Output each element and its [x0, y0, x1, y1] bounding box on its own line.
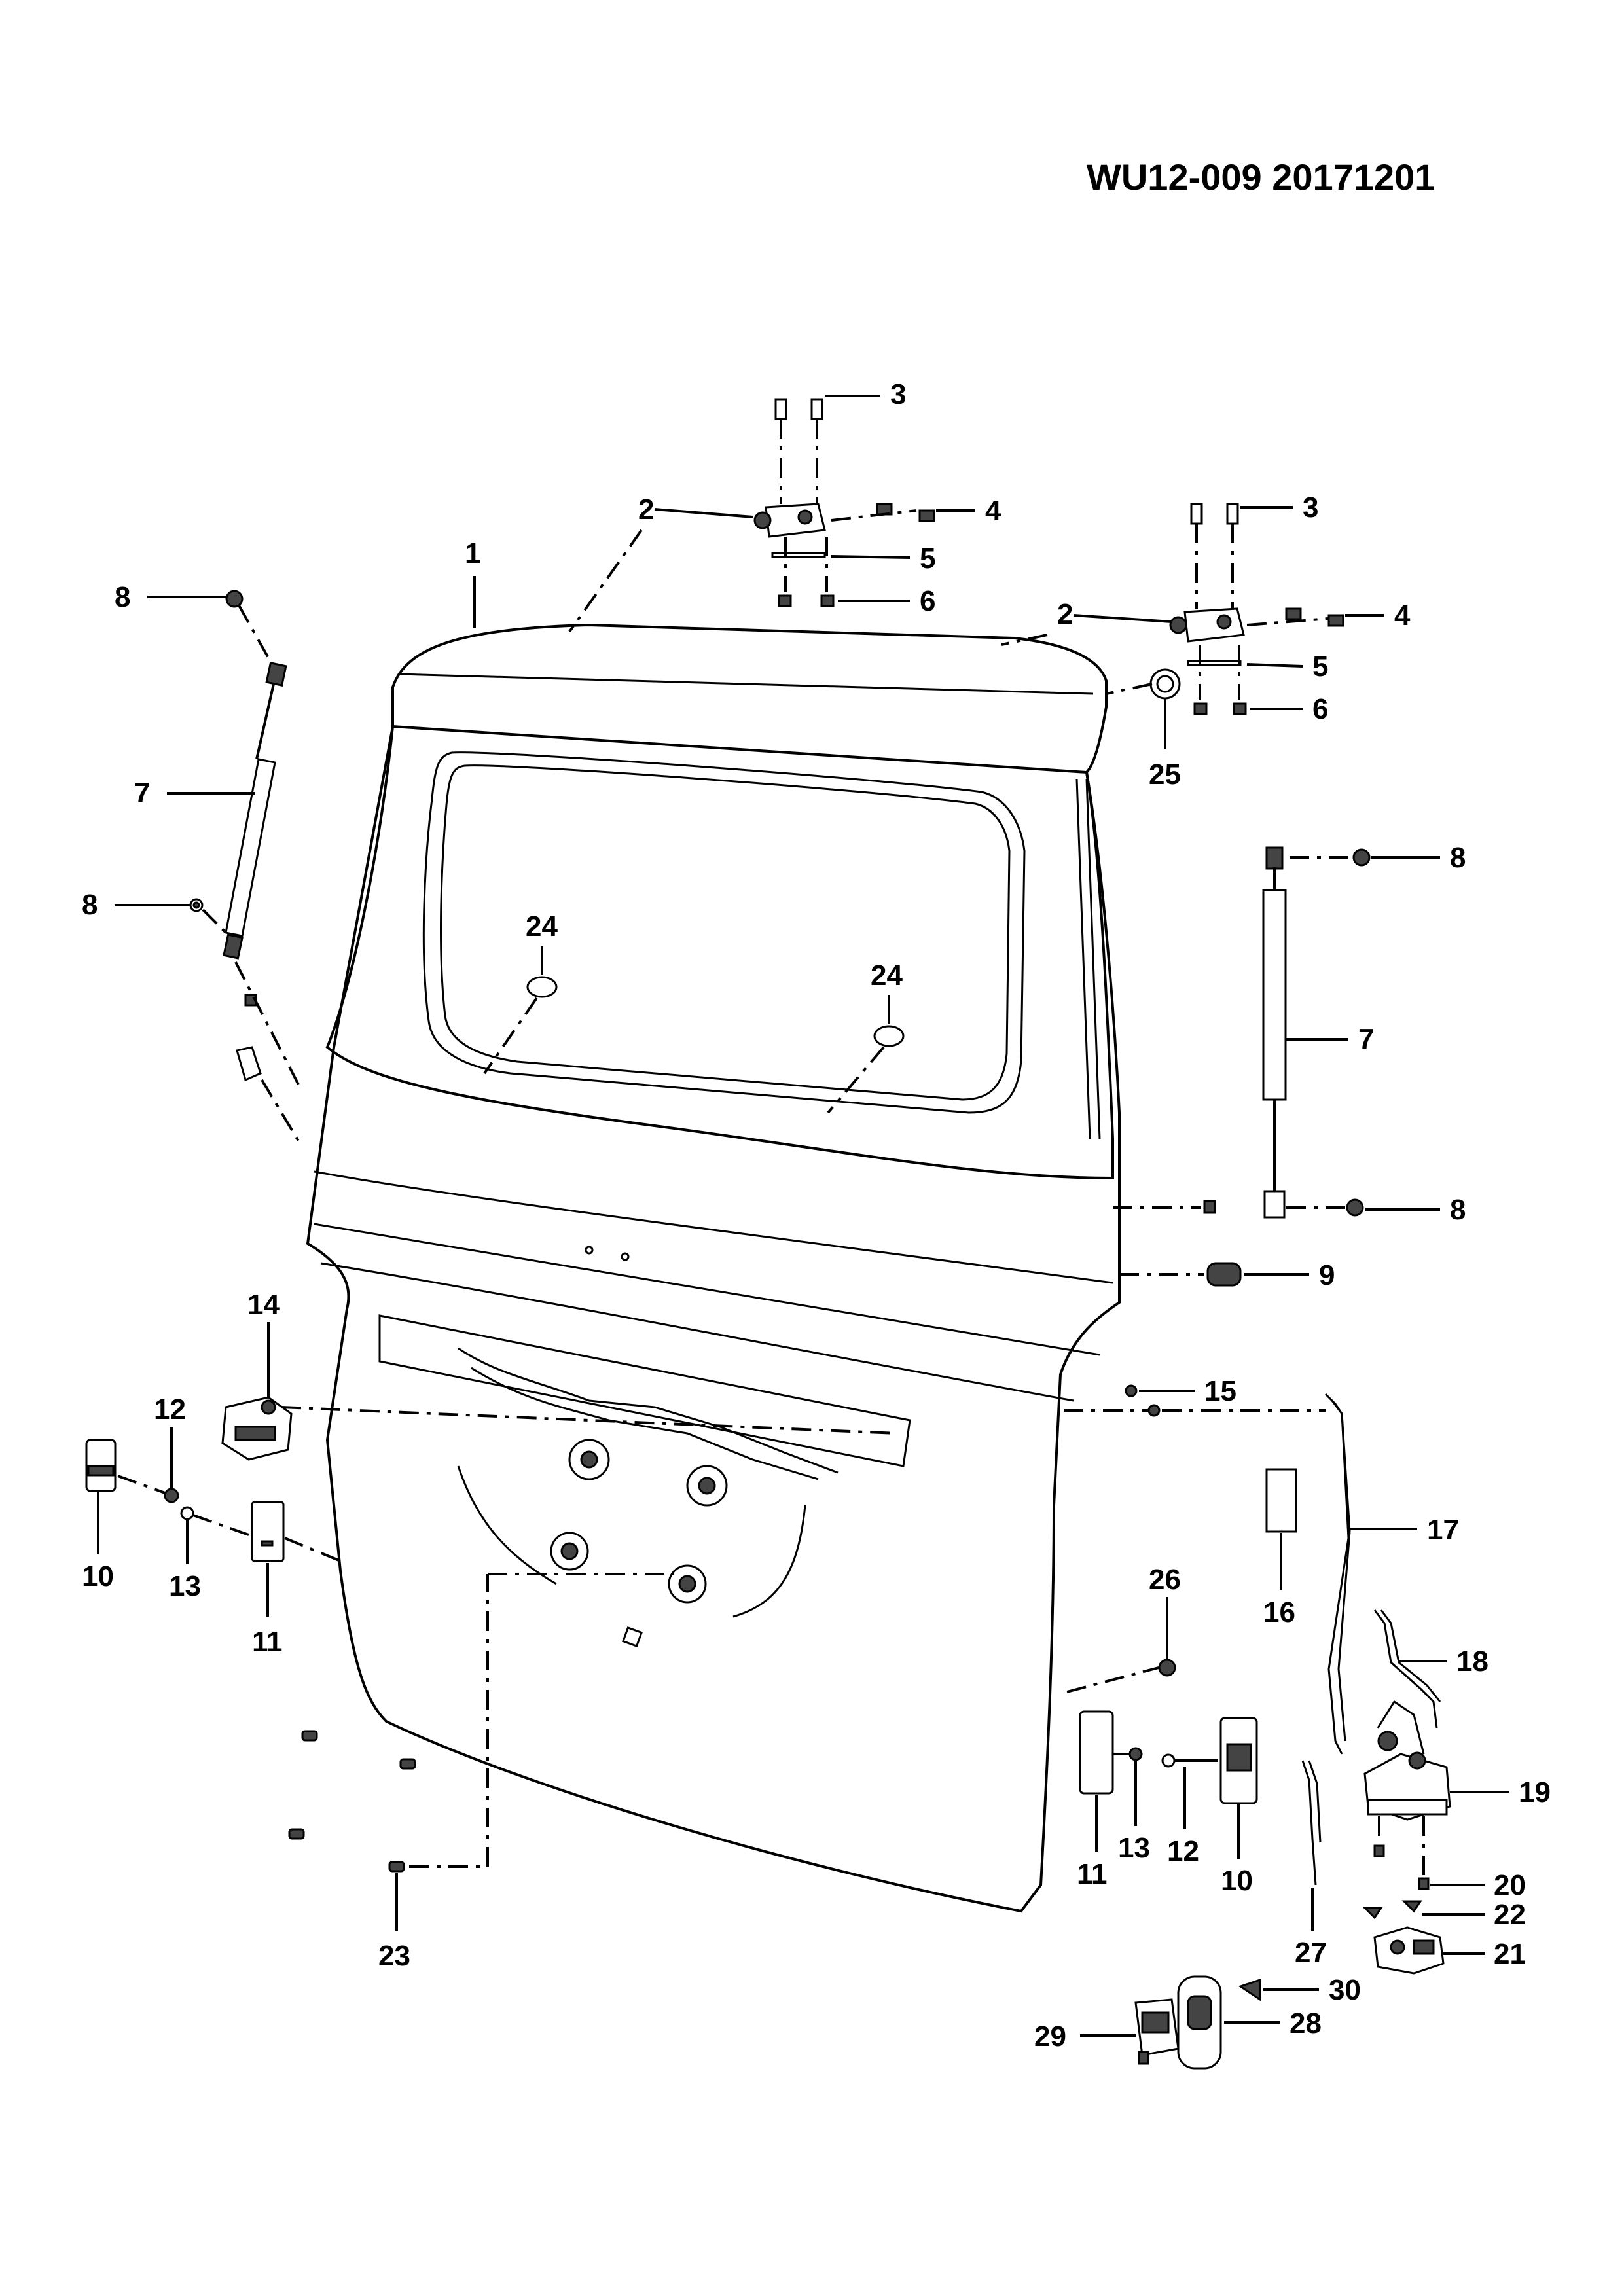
callout-19: 19 — [1519, 1776, 1551, 1808]
callout-30: 30 — [1329, 1974, 1361, 2006]
callout-17: 17 — [1427, 1514, 1459, 1546]
tailgate-panel — [306, 623, 1121, 1913]
callout-3-left: 3 — [890, 378, 906, 410]
latch-left — [221, 1322, 897, 1461]
callout-4-right: 4 — [1394, 600, 1411, 632]
callout-12-left: 12 — [154, 1393, 186, 1426]
callout-28: 28 — [1290, 2007, 1322, 2039]
pad-left — [251, 1501, 341, 1617]
bumper-pad-left — [85, 1439, 168, 1554]
callout-25: 25 — [1149, 759, 1181, 791]
callout-10-left: 10 — [82, 1560, 114, 1592]
callout-5-left: 5 — [920, 543, 935, 575]
callout-4-left: 4 — [985, 495, 1001, 527]
callout-11-left: 11 — [252, 1626, 283, 1658]
callout-2-left: 2 — [638, 493, 654, 526]
hinge-bolt-left — [774, 398, 823, 504]
callout-24-right: 24 — [871, 960, 903, 992]
callout-6-right: 6 — [1312, 693, 1328, 725]
callout-11-right: 11 — [1077, 1858, 1108, 1890]
callout-5-right: 5 — [1312, 651, 1328, 683]
callout-12-right: 12 — [1167, 1835, 1199, 1867]
callout-27: 27 — [1295, 1937, 1327, 1969]
gas-strut-right — [1113, 846, 1371, 1219]
callout-14: 14 — [247, 1289, 280, 1321]
hinge-bolt-right — [1190, 503, 1239, 609]
callout-24-left: 24 — [526, 910, 558, 942]
callout-6-left: 6 — [920, 585, 935, 617]
callout-15: 15 — [1204, 1375, 1236, 1407]
callout-3-right: 3 — [1303, 492, 1318, 524]
hinge-left — [753, 503, 935, 538]
callout-8-bottom-right: 8 — [1450, 1194, 1466, 1226]
callout-23: 23 — [378, 1940, 410, 1972]
callout-9: 9 — [1319, 1259, 1335, 1291]
hinge-right — [1169, 607, 1344, 643]
bumper-pad-right — [1219, 1717, 1258, 1859]
grommet — [1106, 668, 1181, 749]
callout-18: 18 — [1456, 1645, 1489, 1677]
gas-strut-left — [189, 590, 302, 1147]
callout-13-left: 13 — [169, 1570, 201, 1602]
pad-right — [1079, 1710, 1114, 1852]
callout-8-top-left: 8 — [115, 581, 130, 613]
lock-assembly — [1363, 1700, 1509, 1821]
callout-29: 29 — [1034, 2020, 1066, 2053]
document-code: WU12-009 20171201 — [1087, 156, 1435, 198]
callout-21: 21 — [1494, 1938, 1526, 1970]
callout-7-right: 7 — [1358, 1023, 1374, 1055]
callout-22: 22 — [1494, 1899, 1526, 1931]
callout-8-mid-left: 8 — [82, 889, 98, 921]
callout-2-right: 2 — [1057, 598, 1073, 630]
callout-16: 16 — [1263, 1596, 1295, 1628]
callout-7-left: 7 — [134, 777, 150, 809]
callout-8-top-right: 8 — [1450, 842, 1466, 874]
handle-switch — [1080, 1998, 1180, 2065]
callout-13-right: 13 — [1118, 1832, 1150, 1864]
striker — [1373, 1926, 1485, 1975]
callout-1: 1 — [465, 537, 480, 569]
handle-bezel — [1177, 1975, 1280, 2070]
callout-10-right: 10 — [1221, 1865, 1253, 1897]
callout-26: 26 — [1149, 1564, 1181, 1596]
callout-20: 20 — [1494, 1869, 1526, 1901]
bumper-stop — [1119, 1262, 1309, 1287]
